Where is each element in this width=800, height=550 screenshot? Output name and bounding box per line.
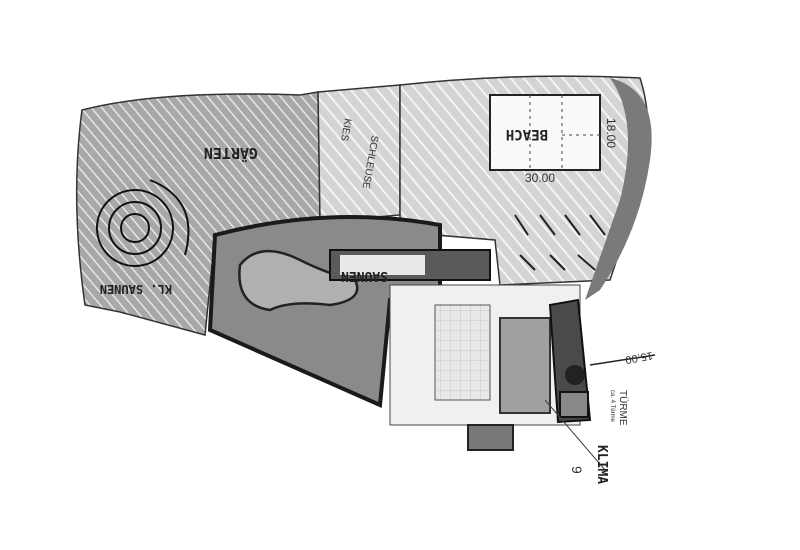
label-number: 9 bbox=[569, 466, 585, 474]
tree-border-right bbox=[585, 78, 652, 300]
label-small-saunas: KL. SAUNEN bbox=[100, 282, 172, 296]
label-dimension-right: 15.00 bbox=[624, 349, 653, 366]
beach-area bbox=[489, 94, 601, 171]
label-gravel: KIES bbox=[338, 117, 353, 142]
pool-hall bbox=[499, 317, 551, 414]
label-gardens: GÄRTEN bbox=[204, 144, 258, 163]
label-climate: KLIMA bbox=[594, 445, 609, 484]
entrance-block bbox=[467, 424, 514, 451]
spiral-garden bbox=[96, 179, 190, 267]
pool-shape bbox=[238, 249, 359, 312]
label-towers-note: ca. 4 Türme bbox=[609, 390, 615, 423]
loungers bbox=[514, 214, 606, 271]
label-beach-width: 18.00 bbox=[604, 118, 618, 148]
label-beach-length: 30.00 bbox=[525, 171, 555, 185]
label-beach: BEACH bbox=[506, 126, 548, 142]
label-towers: TÜRME bbox=[617, 390, 629, 426]
gravel-area bbox=[317, 84, 401, 223]
label-saunas: SAUNEN bbox=[341, 268, 388, 283]
